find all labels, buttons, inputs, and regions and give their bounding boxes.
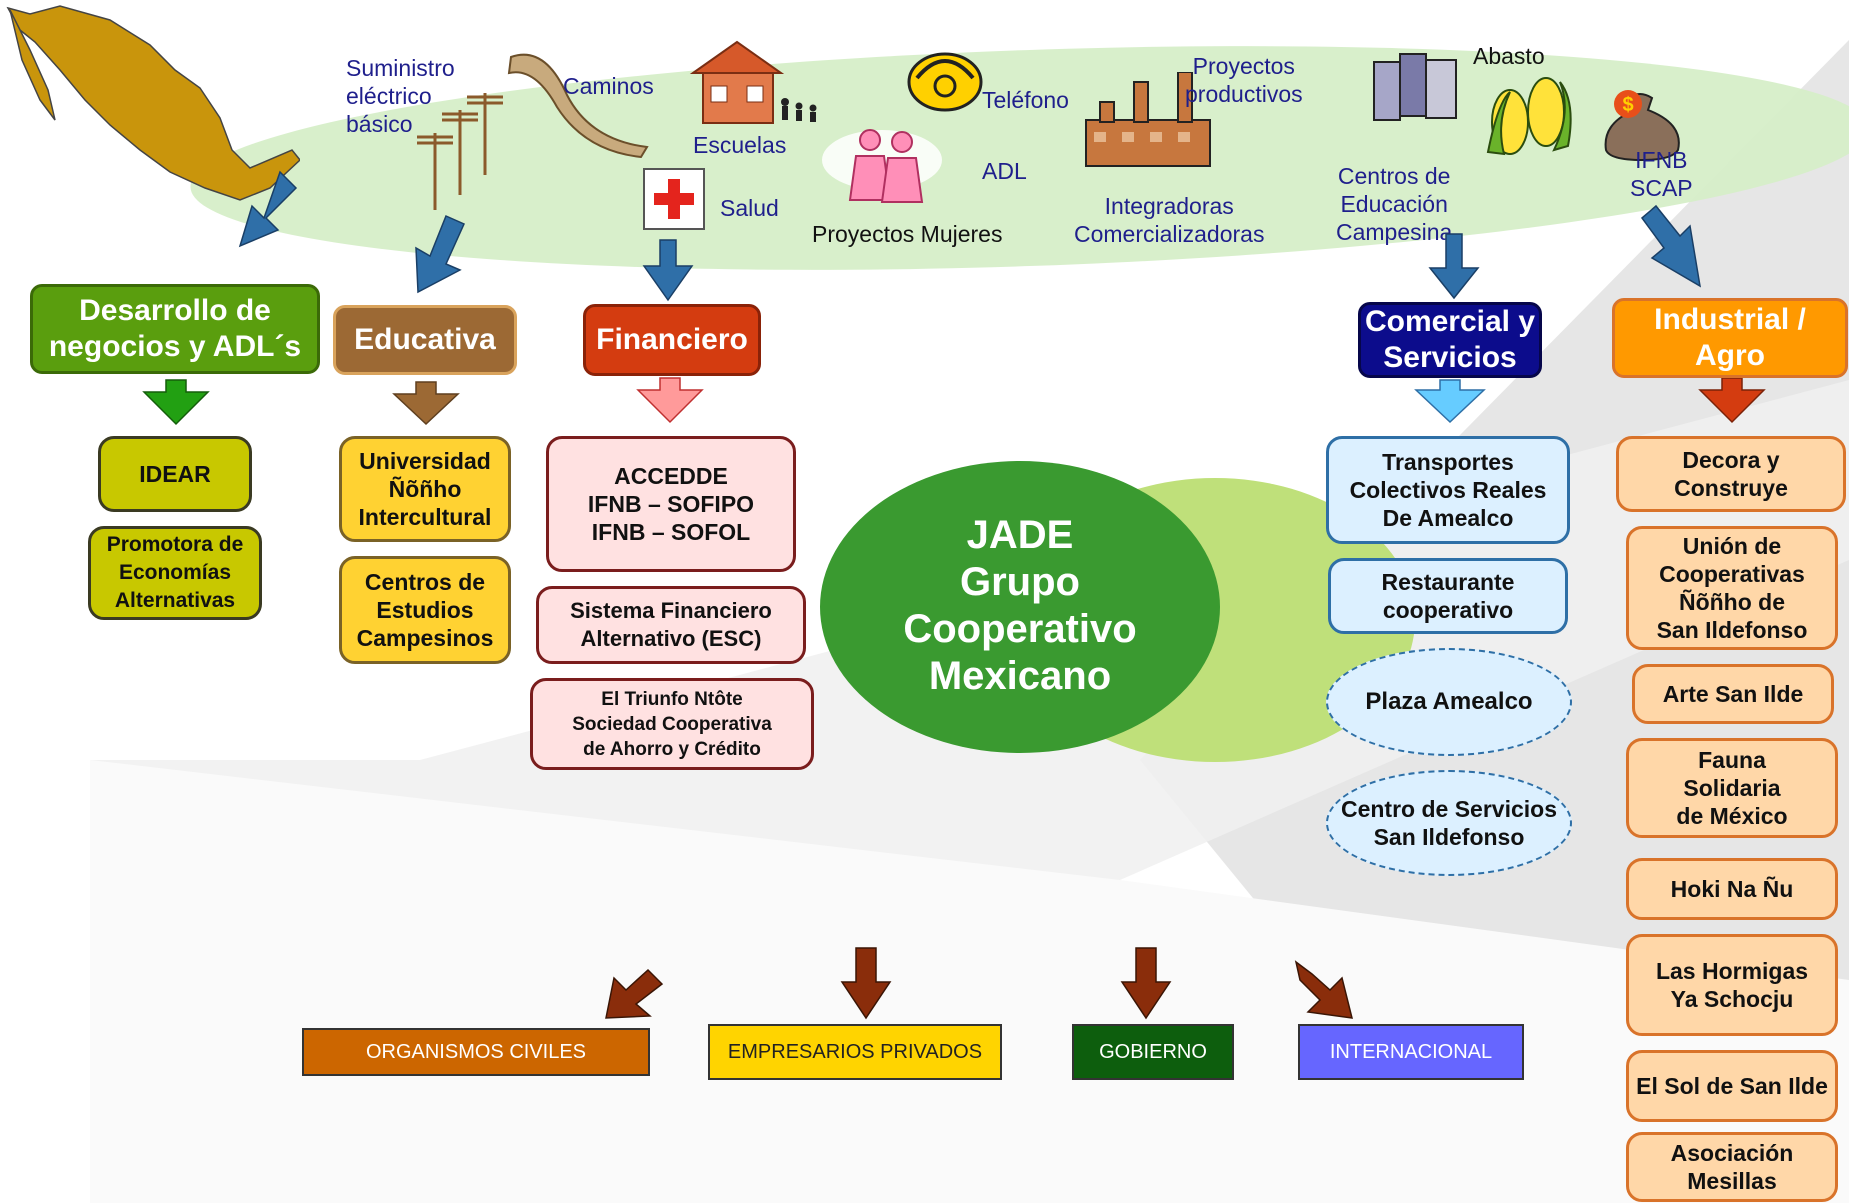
label-telefono: Teléfono — [982, 87, 1069, 113]
center-ellipse — [820, 461, 1220, 753]
item-union-cooperativas: Unión de Cooperativas Ñõñho de San Ildef… — [1626, 526, 1838, 650]
label-escuelas: Escuelas — [693, 132, 787, 158]
item-idear: IDEAR — [98, 436, 252, 512]
label-proyectos-productivos: Proyectos productivos — [1185, 53, 1303, 107]
stakeholder-internacional: INTERNACIONAL — [1298, 1024, 1524, 1080]
school-icon — [689, 40, 817, 124]
women-icon — [822, 129, 942, 203]
label-ifnb-scap: IFNB SCAP — [1630, 147, 1693, 201]
stakeholder-organismos-civiles: ORGANISMOS CIVILES — [302, 1028, 650, 1076]
label-integradoras: Integradoras Comercializadoras — [1074, 193, 1265, 247]
arrow-financiero-down — [636, 377, 704, 424]
groceries-icon — [1373, 53, 1457, 121]
money-bag-icon: $ — [1604, 90, 1680, 162]
arrow-map-to-desarrollo — [238, 170, 298, 248]
arrow-industrial-down — [1698, 377, 1766, 424]
red-cross-icon — [643, 168, 705, 230]
item-hoki-na-nu: Hoki Na Ñu — [1626, 858, 1838, 920]
arrow-to-organismos — [605, 968, 664, 1019]
power-pole-icon — [417, 93, 503, 210]
arrow-educativa-down — [392, 381, 460, 426]
item-decora-construye: Decora y Construye — [1616, 436, 1846, 512]
category-comercial: Comercial y Servicios — [1358, 302, 1542, 378]
item-accedde: ACCEDDE IFNB – SOFIPO IFNB – SOFOL — [546, 436, 796, 572]
label-caminos: Caminos — [563, 73, 654, 99]
item-promotora: Promotora de Economías Alternativas — [88, 526, 262, 620]
corn-icon — [1486, 77, 1572, 156]
label-adl: ADL — [982, 158, 1027, 184]
item-fauna-solidaria: Fauna Solidaria de México — [1626, 738, 1838, 838]
arrow-to-internacional — [1294, 960, 1353, 1019]
item-universidad: Universidad Ñõñho Intercultural — [339, 436, 511, 542]
item-centros-estudios: Centros de Estudios Campesinos — [339, 556, 511, 664]
center-jade-title: JADE Grupo Cooperativo Mexicano — [903, 513, 1137, 698]
label-proyectos-mujeres: Proyectos Mujeres — [812, 221, 1003, 247]
label-abasto: Abasto — [1473, 43, 1545, 69]
arrow-ifnb-to-industrial — [1640, 204, 1702, 288]
item-el-sol: El Sol de San Ilde — [1626, 1050, 1838, 1122]
item-centro-servicios: Centro de Servicios San Ildefonso — [1326, 770, 1572, 876]
arrow-salud-to-financiero — [642, 239, 694, 302]
item-transportes: Transportes Colectivos Reales De Amealco — [1326, 436, 1570, 544]
category-educativa: Educativa — [333, 305, 517, 375]
lower-white-fade — [90, 760, 1849, 1203]
label-centros-educacion: Centros de Educación Campesina — [1336, 163, 1453, 245]
stakeholder-gobierno: GOBIERNO — [1072, 1024, 1234, 1080]
svg-text:$: $ — [1622, 94, 1633, 116]
telephone-icon — [907, 52, 983, 112]
label-suministro: Suministro eléctrico básico — [346, 55, 455, 137]
factory-icon — [1085, 72, 1211, 167]
arrow-to-empresarios — [840, 947, 892, 1020]
category-industrial: Industrial / Agro — [1612, 298, 1848, 378]
arrow-desarrollo-down — [142, 379, 210, 426]
category-desarrollo: Desarrollo de negocios y ADL´s — [30, 284, 320, 374]
item-el-triunfo: El Triunfo Ntôte Sociedad Cooperativa de… — [530, 678, 814, 770]
road-icon — [507, 53, 649, 159]
arrow-power-to-educativa — [415, 214, 465, 294]
stakeholder-empresarios-privados: EMPRESARIOS PRIVADOS — [708, 1024, 1002, 1080]
item-arte-san-ilde: Arte San Ilde — [1632, 664, 1834, 724]
item-restaurante: Restaurante cooperativo — [1328, 558, 1568, 634]
arrow-to-gobierno — [1120, 947, 1172, 1020]
item-sistema-financiero: Sistema Financiero Alternativo (ESC) — [536, 586, 806, 664]
item-asociacion-mesillas: Asociación Mesillas — [1626, 1132, 1838, 1202]
item-plaza-amealco: Plaza Amealco — [1326, 648, 1572, 756]
arrow-comercial-down — [1414, 379, 1486, 424]
arrow-to-comercial — [1428, 233, 1480, 300]
category-financiero: Financiero — [583, 304, 761, 376]
item-las-hormigas: Las Hormigas Ya Schocju — [1626, 934, 1838, 1036]
label-salud: Salud — [720, 195, 779, 221]
mexico-map-icon — [6, 5, 300, 201]
